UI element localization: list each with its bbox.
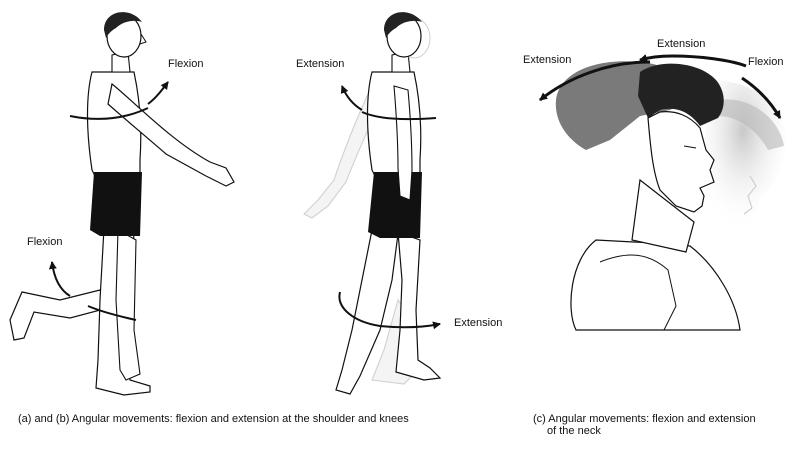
caption-ab: (a) and (b) Angular movements: flexion a… (18, 413, 409, 425)
caption-c-line1: (c) Angular movements: flexion and exten… (533, 413, 756, 425)
caption-c-line2: of the neck (547, 425, 601, 437)
label-flexion-shoulder: Flexion (168, 58, 204, 70)
figure-b-person (303, 12, 442, 395)
label-extension-neck-top: Extension (657, 38, 706, 50)
label-flexion-neck: Flexion (748, 56, 784, 68)
label-extension-shoulder: Extension (296, 58, 345, 70)
figure-a-person (9, 12, 235, 396)
label-extension-neck-left: Extension (523, 54, 572, 66)
label-extension-knee: Extension (454, 317, 503, 329)
figure-c-heads (539, 54, 787, 331)
label-flexion-knee: Flexion (27, 236, 63, 248)
